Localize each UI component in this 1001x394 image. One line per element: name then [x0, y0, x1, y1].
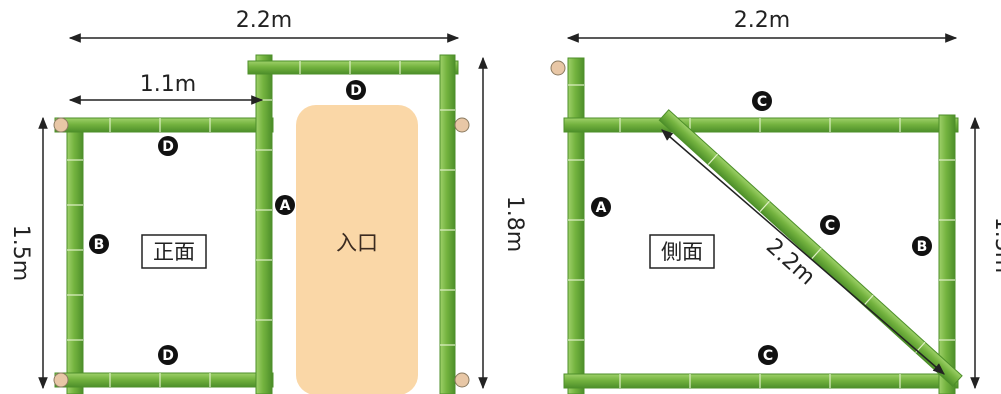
bamboo-pole-front-right: [439, 54, 456, 394]
part-marker-d-front-bottom: D: [158, 345, 178, 365]
part-marker-b-front: B: [89, 234, 109, 254]
part-marker-c-side-top: C: [752, 91, 772, 111]
front-title-box: [141, 234, 207, 269]
pole-cap: [454, 372, 470, 388]
bamboo-beam-side-top: [563, 117, 959, 133]
bamboo-beam-front-top-left: [54, 117, 274, 133]
svg-text:C: C: [757, 94, 767, 110]
pole-cap: [550, 60, 566, 76]
part-marker-a-front: A: [275, 195, 295, 215]
pole-cap: [454, 117, 470, 133]
side-width-label: 2.2m: [734, 8, 790, 33]
part-marker-c-side-diagonal: C: [820, 215, 840, 235]
bamboo-beam-front-top-right: [247, 60, 459, 75]
svg-text:D: D: [162, 139, 174, 155]
front-left-height-label: 1.5m: [8, 225, 33, 281]
part-marker-b-side: B: [912, 236, 932, 256]
part-marker-d-front-top-right: D: [346, 80, 366, 100]
entrance-label: 入口: [336, 231, 378, 255]
front-width-label: 2.2m: [236, 8, 292, 33]
svg-text:B: B: [917, 239, 928, 255]
part-marker-a-side: A: [591, 197, 611, 217]
front-right-height-label: 1.8m: [502, 196, 527, 252]
bamboo-pole-front-middle: [255, 54, 273, 394]
bamboo-pole-side-left: [567, 57, 585, 394]
part-marker-d-front-top-left: D: [158, 136, 178, 156]
side-height-label: 1.5m: [990, 217, 1001, 273]
part-marker-c-side-bottom: C: [758, 345, 778, 365]
front-view: 入口: [8, 8, 527, 394]
side-diagonal-dimension-line: [661, 129, 945, 375]
front-view-title: 正面: [153, 240, 195, 264]
bamboo-beam-side-bottom: [563, 373, 959, 389]
front-half-width-label: 1.1m: [140, 72, 196, 97]
bamboo-beam-front-bottom: [54, 372, 274, 388]
svg-text:C: C: [763, 348, 773, 364]
svg-text:C: C: [825, 218, 835, 234]
bamboo-pole-side-right: [938, 114, 956, 394]
svg-text:D: D: [162, 348, 174, 364]
side-title-box: [649, 234, 715, 269]
svg-text:B: B: [94, 237, 105, 253]
side-view-title: 側面: [661, 240, 703, 264]
pole-cap: [53, 117, 69, 133]
svg-text:D: D: [350, 83, 362, 99]
pole-cap: [53, 372, 69, 388]
svg-text:A: A: [596, 200, 607, 216]
svg-text:A: A: [280, 198, 291, 214]
entrance-area: [296, 105, 418, 394]
bamboo-pole-front-left: [66, 117, 84, 394]
side-view: 2.2m 1.5m 2.2m C C C A B 側面: [550, 8, 1001, 394]
